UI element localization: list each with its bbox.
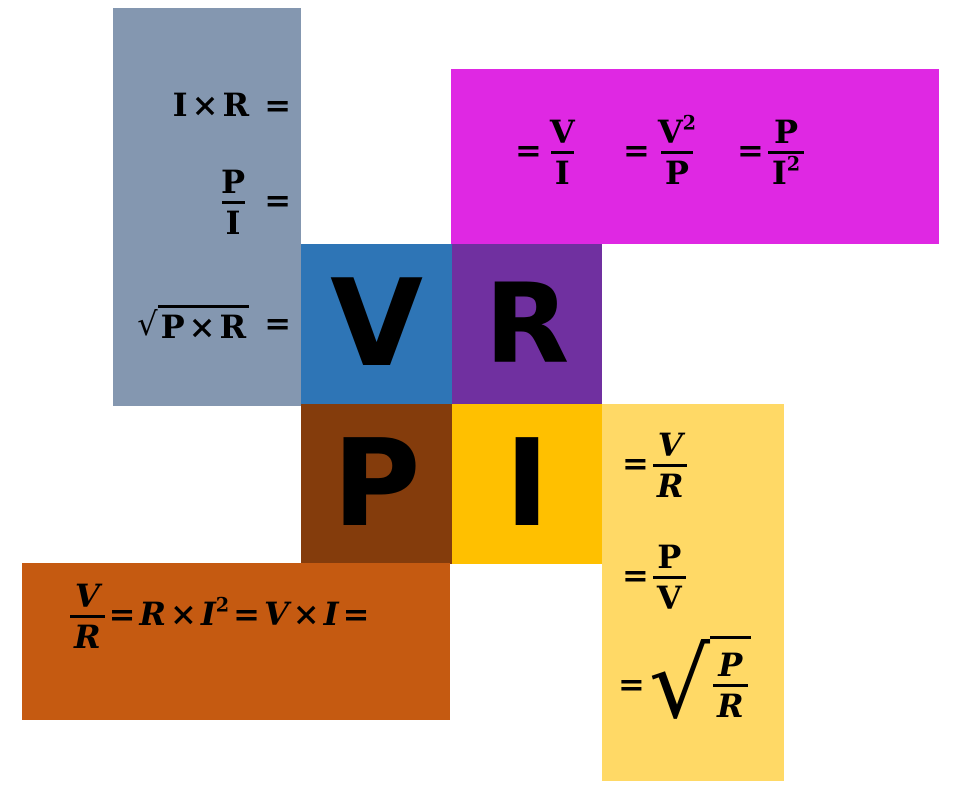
symbol-r: R (139, 595, 166, 633)
symbol-v: V (263, 595, 289, 633)
letter-r: R (484, 260, 570, 388)
numerator: P (718, 646, 743, 684)
times-operator: × (292, 595, 320, 633)
denominator: R (652, 464, 688, 505)
times-operator: × (191, 86, 219, 124)
equals-sign: = (264, 181, 291, 219)
equals-sign: = (622, 556, 649, 594)
letter-v: V (330, 254, 423, 394)
numerator: V2 (657, 111, 696, 151)
denominator: R (70, 615, 105, 656)
equals-sign: = (737, 131, 764, 169)
equals-sign: = (233, 595, 260, 633)
voltage-formulas-panel: I×R = P I = √ P×R = (113, 8, 301, 406)
fraction: P I (217, 163, 249, 242)
cell-power: P (301, 404, 452, 564)
voltage-eq-sqrt-pr: √ P×R = (137, 304, 295, 346)
radical-sign-icon: √ (137, 305, 158, 343)
symbol-i: I (323, 595, 339, 633)
radicand: P×R (157, 305, 250, 346)
radical-sign-icon: √ (648, 628, 710, 740)
denominator: I2 (767, 151, 805, 192)
cell-voltage: V (301, 244, 452, 404)
numerator: P (657, 538, 682, 576)
equals-sign: = (108, 595, 136, 633)
equals-sign: = (342, 595, 370, 633)
cell-resistance: R (452, 244, 602, 404)
numerator: V (74, 577, 100, 615)
symbol-i: I (172, 86, 188, 124)
symbol-r: R (222, 86, 250, 124)
symbol-i: I (200, 595, 216, 633)
voltage-eq-ir: I×R = (173, 86, 295, 124)
denominator: I (550, 151, 574, 192)
equals-sign: = (623, 131, 650, 169)
exponent: 2 (215, 593, 230, 617)
numerator: V (657, 426, 683, 464)
equals-sign: = (264, 86, 291, 124)
denominator: P (660, 151, 693, 192)
equals-sign: = (622, 444, 649, 482)
square-root: √ P×R (137, 305, 250, 346)
denominator: R (712, 684, 748, 725)
numerator: P (220, 163, 246, 201)
denominator: V (652, 576, 686, 617)
equals-sign: = (264, 304, 291, 342)
numerator: V (549, 113, 575, 151)
letter-i: I (504, 414, 550, 554)
numerator: P (773, 113, 798, 151)
equals-sign: = (515, 131, 542, 169)
cell-current: I (452, 404, 602, 564)
denominator: I (221, 201, 245, 242)
voltage-eq-p-over-i: P I = (217, 163, 295, 242)
equals-sign: = (618, 665, 645, 703)
times-operator: × (170, 595, 197, 633)
letter-p: P (332, 414, 421, 554)
